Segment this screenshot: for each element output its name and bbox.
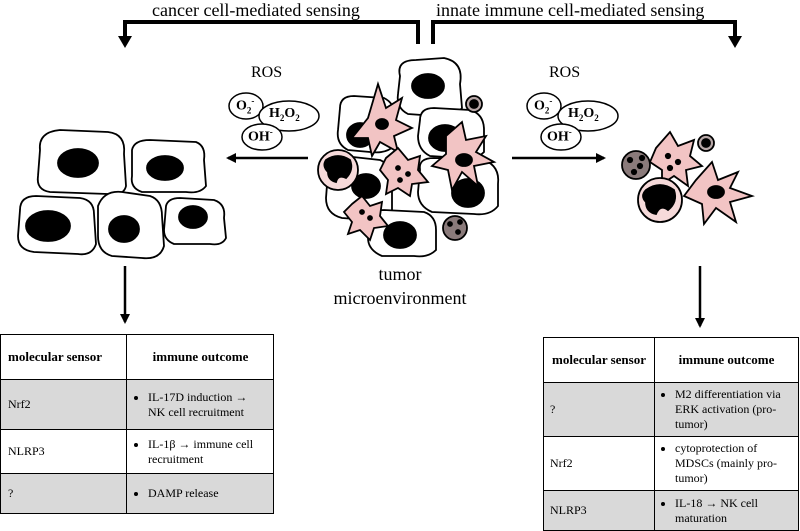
ros-peroxide-ellipse-right xyxy=(557,100,619,132)
table-header-row: molecular sensor immune outcome xyxy=(0,334,274,380)
outcome-cell: DAMP release xyxy=(126,473,274,514)
superoxide-formula-right: O2- xyxy=(534,96,553,116)
mast-cell xyxy=(621,150,651,180)
cancer-cells-group xyxy=(17,129,227,260)
hydroxyl-formula-left: OH- xyxy=(248,127,273,145)
ros-hydroxyl-ellipse-left xyxy=(241,123,283,151)
sensor-cell: ? xyxy=(0,473,127,514)
outcome-cell: M2 differentiation via ERK activation (p… xyxy=(654,382,799,437)
granule xyxy=(397,177,403,183)
ros-label-left: ROS xyxy=(251,64,283,81)
granule xyxy=(395,165,401,171)
sensor-cell: Nrf2 xyxy=(0,379,127,430)
outcome-cell: IL-17D induction → NK cell recruitment xyxy=(126,379,274,430)
granulocyte-nucleus xyxy=(701,138,711,148)
granule xyxy=(638,154,646,162)
granule xyxy=(455,229,461,235)
neutrophil-nucleus xyxy=(323,155,353,184)
tumor-microenvironment-label: tumor microenvironment xyxy=(330,262,470,310)
macrophage-nucleus xyxy=(707,185,725,199)
column-header-outcome: immune outcome xyxy=(654,337,799,383)
tumor-cell-nucleus xyxy=(383,221,417,249)
table-row: NLRP3 IL-18 → NK cell maturation xyxy=(543,490,799,531)
bracket-left-arrow xyxy=(123,20,420,44)
immune-cells-group xyxy=(621,130,755,227)
hydroxyl-formula-right: OH- xyxy=(547,127,572,145)
ros-superoxide-ellipse-left xyxy=(228,92,264,120)
cancer-cell-nucleus xyxy=(57,148,99,178)
dendritic-cell xyxy=(342,194,390,242)
column-header-sensor: molecular sensor xyxy=(0,334,127,380)
cancer-sensor-table: molecular sensor immune outcome Nrf2 IL-… xyxy=(0,334,274,514)
ros-superoxide-ellipse-right xyxy=(526,92,562,120)
outcome-text: IL-17D induction → NK cell recruitment xyxy=(148,390,267,420)
header-cancer-sensing: cancer cell-mediated sensing xyxy=(152,0,360,20)
tumor-cell-nucleus xyxy=(351,173,381,199)
column-header-outcome: immune outcome xyxy=(126,334,274,380)
granule xyxy=(630,168,638,176)
bracket-right-arrow xyxy=(431,20,737,44)
table-row: Nrf2 IL-17D induction → NK cell recruitm… xyxy=(0,379,274,430)
diagram-canvas xyxy=(17,20,755,328)
table-row: Nrf2 cytoprotection of MDSCs (mainly pro… xyxy=(543,436,799,491)
cancer-cell-nucleus xyxy=(178,205,208,229)
outcome-text: cytoprotection of MDSCs (mainly pro-tumo… xyxy=(675,441,792,486)
bracket-left-arrowhead xyxy=(118,36,132,48)
outcome-text: IL-18 → NK cell maturation xyxy=(675,496,792,526)
ros-label-right: ROS xyxy=(549,64,581,81)
sensor-cell: NLRP3 xyxy=(543,490,655,531)
granule xyxy=(666,164,674,172)
peroxide-formula-right: H2O2 xyxy=(568,106,599,123)
table-row: ? DAMP release xyxy=(0,473,274,514)
tumor-cell-nucleus xyxy=(411,73,445,99)
granule xyxy=(367,215,373,221)
granule xyxy=(626,156,634,164)
macrophage-nucleus xyxy=(455,153,473,167)
granule xyxy=(405,171,411,177)
table-row: NLRP3 IL-1β → immune cell recruitment xyxy=(0,429,274,474)
granule xyxy=(359,209,365,215)
outcome-text: IL-1β → immune cell recruitment xyxy=(148,437,267,467)
dendritic-cell xyxy=(648,130,704,188)
mast-cell xyxy=(442,215,468,241)
granule xyxy=(674,158,682,166)
ros-hydroxyl-ellipse-right xyxy=(540,123,582,151)
sensor-cell: Nrf2 xyxy=(543,436,655,491)
granule xyxy=(664,152,672,160)
cancer-cell-nucleus xyxy=(146,155,184,181)
outcome-cell: cytoprotection of MDSCs (mainly pro-tumo… xyxy=(654,436,799,491)
table-row: ? M2 differentiation via ERK activation … xyxy=(543,382,799,437)
superoxide-formula-left: O2- xyxy=(236,96,255,116)
macrophage-nucleus xyxy=(375,118,389,130)
sensor-cell: ? xyxy=(543,382,655,437)
cancer-cell-nucleus xyxy=(108,215,140,243)
cancer-cell-nucleus xyxy=(25,210,71,242)
granulocyte-nucleus xyxy=(469,99,479,109)
dendritic-cell xyxy=(378,146,430,198)
bracket-right-arrowhead xyxy=(728,36,742,48)
ros-peroxide-ellipse-left xyxy=(258,100,320,132)
peroxide-formula-left: H2O2 xyxy=(269,106,300,123)
tumor-label-line2: microenvironment xyxy=(333,288,467,308)
sensor-cell: NLRP3 xyxy=(0,429,127,474)
outcome-text: M2 differentiation via ERK activation (p… xyxy=(675,387,792,432)
neutrophil-nucleus xyxy=(642,184,677,216)
column-header-sensor: molecular sensor xyxy=(543,337,655,383)
outcome-cell: IL-18 → NK cell maturation xyxy=(654,490,799,531)
header-immune-sensing: innate immune cell-mediated sensing xyxy=(436,0,705,20)
granule xyxy=(636,162,644,170)
granule xyxy=(447,221,453,227)
outcome-cell: IL-1β → immune cell recruitment xyxy=(126,429,274,474)
immune-sensor-table: molecular sensor immune outcome ? M2 dif… xyxy=(543,337,799,531)
table-header-row: molecular sensor immune outcome xyxy=(543,337,799,383)
tumor-cell-nucleus xyxy=(451,178,485,208)
granule xyxy=(457,219,463,225)
outcome-text: DAMP release xyxy=(148,486,267,501)
tumor-label-line1: tumor xyxy=(378,264,422,284)
tumor-microenvironment-group xyxy=(317,57,500,258)
